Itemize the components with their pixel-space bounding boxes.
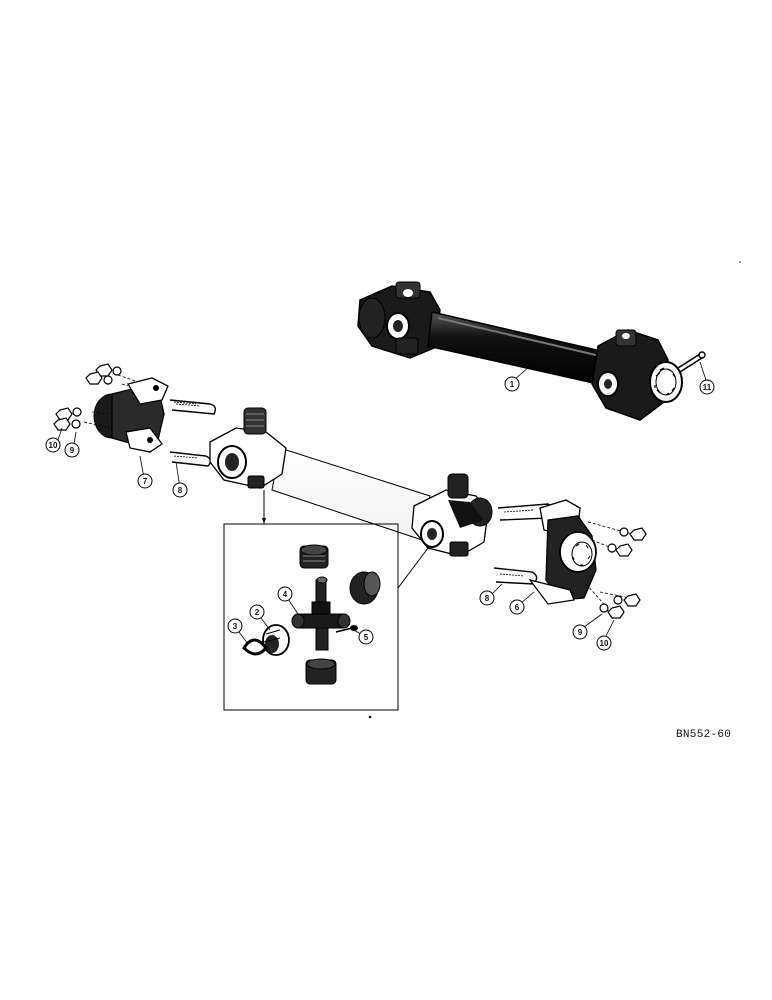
callout-9b: 9: [572, 624, 588, 640]
svg-text:2: 2: [255, 608, 260, 617]
svg-text:10: 10: [49, 441, 58, 450]
callout-4: 4: [277, 586, 293, 602]
inset-cross-bearing-kit: [223, 490, 429, 711]
callout-7a: 7: [137, 473, 153, 489]
svg-text:6: 6: [515, 603, 520, 612]
exploded-shaft: [209, 407, 493, 557]
svg-text:4: 4: [283, 590, 288, 599]
svg-text:9: 9: [70, 446, 75, 455]
svg-text:3: 3: [233, 622, 238, 631]
speck-mark: [368, 715, 372, 719]
callout-10b: 10: [596, 635, 612, 651]
svg-text:8: 8: [178, 486, 183, 495]
callout-5: 5: [358, 629, 374, 645]
callout-10a: 10: [45, 437, 61, 453]
callout-9a: 9: [64, 442, 80, 458]
callout-1a: 1: [504, 376, 520, 392]
callout-8b: 8: [479, 590, 495, 606]
svg-text:7: 7: [143, 477, 148, 486]
callout-3: 3: [227, 618, 243, 634]
callout-11: 11: [699, 379, 715, 395]
svg-text:5: 5: [364, 633, 369, 642]
svg-text:11: 11: [703, 383, 712, 392]
svg-text:8: 8: [485, 594, 490, 603]
right-hub-yoke: [493, 499, 647, 619]
svg-text:9: 9: [578, 628, 583, 637]
callout-6: 6: [509, 599, 525, 615]
cotter-pin: [677, 351, 706, 373]
callout-8a: 8: [172, 482, 188, 498]
speck-mark: [739, 261, 741, 263]
assembled-shaft: [357, 281, 683, 421]
svg-text:1: 1: [510, 380, 515, 389]
svg-text:10: 10: [600, 639, 609, 648]
figure-id-label: BN552-60: [676, 729, 732, 741]
callout-2: 2: [249, 604, 265, 620]
left-hub-yoke: [53, 363, 217, 467]
